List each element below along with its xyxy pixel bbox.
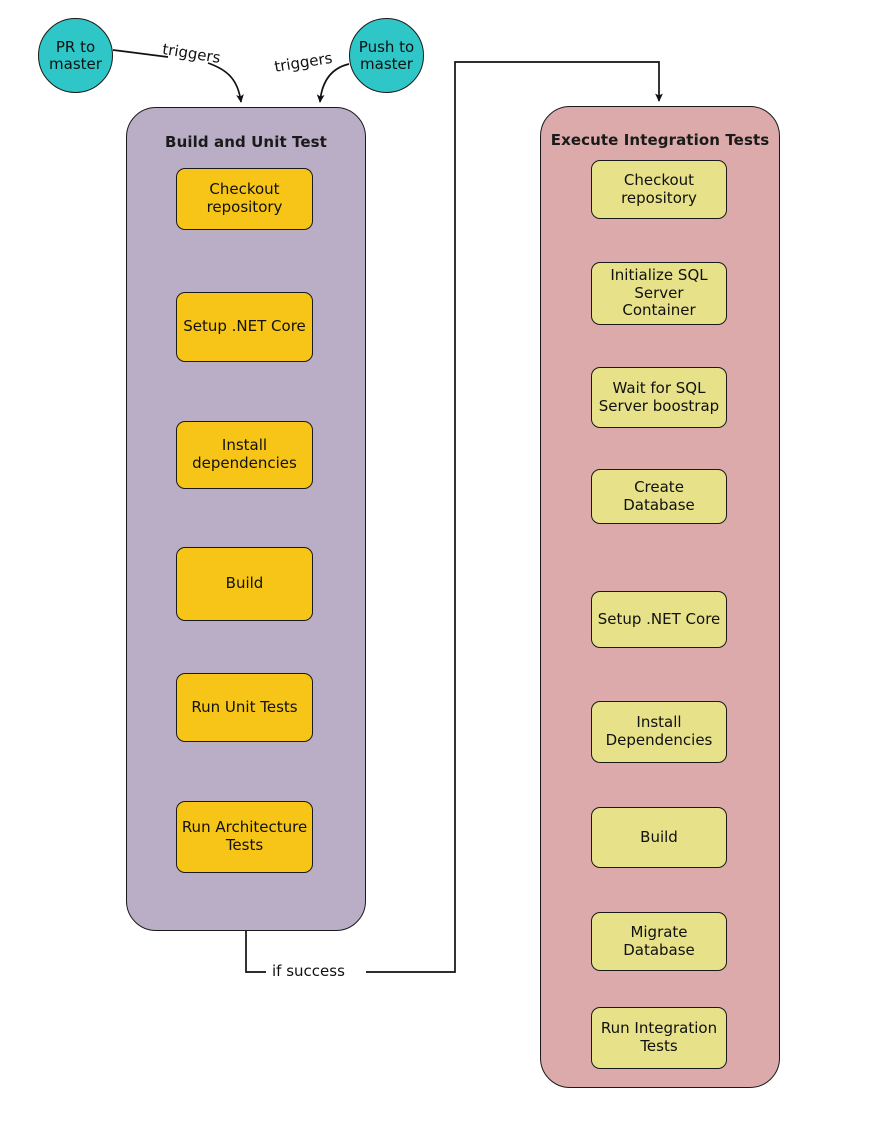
edge-label-if-success: if success [272, 962, 345, 980]
edge-push-to-build-curve [316, 63, 350, 103]
step-checkout-repository[interactable]: Checkout repository [176, 168, 313, 230]
step-int-migrate-database[interactable]: Migrate Database [591, 912, 727, 971]
step-setup-dotnet-core[interactable]: Setup .NET Core [176, 292, 313, 362]
trigger-node-pr-to-master[interactable]: PR to master [38, 18, 113, 93]
step-int-initialize-sql-server-container[interactable]: Initialize SQL Server Container [591, 262, 727, 325]
lane-title-build-and-unit-test: Build and Unit Test [165, 133, 327, 151]
step-install-dependencies[interactable]: Install dependencies [176, 421, 313, 489]
edge-label-triggers-left: triggers [161, 40, 222, 67]
step-int-install-dependencies[interactable]: Install Dependencies [591, 701, 727, 763]
step-int-setup-dotnet-core[interactable]: Setup .NET Core [591, 591, 727, 648]
edge-label-triggers-right: triggers [273, 48, 334, 76]
step-run-unit-tests[interactable]: Run Unit Tests [176, 673, 313, 742]
step-int-build[interactable]: Build [591, 807, 727, 868]
step-int-create-database[interactable]: Create Database [591, 469, 727, 524]
trigger-node-push-to-master[interactable]: Push to master [349, 18, 424, 93]
lane-build-and-unit-test: Build and Unit Test [126, 107, 366, 931]
edge-pr-to-build-curve [207, 62, 244, 103]
step-int-checkout-repository[interactable]: Checkout repository [591, 160, 727, 219]
edge-if-success [245, 931, 266, 973]
step-build[interactable]: Build [176, 547, 313, 621]
edge-pr-to-build [112, 49, 169, 58]
lane-title-execute-integration-tests: Execute Integration Tests [550, 131, 770, 149]
step-int-run-integration-tests[interactable]: Run Integration Tests [591, 1007, 727, 1069]
step-int-wait-for-sql-server-boostrap[interactable]: Wait for SQL Server boostrap [591, 367, 727, 428]
step-run-architecture-tests[interactable]: Run Architecture Tests [176, 801, 313, 873]
